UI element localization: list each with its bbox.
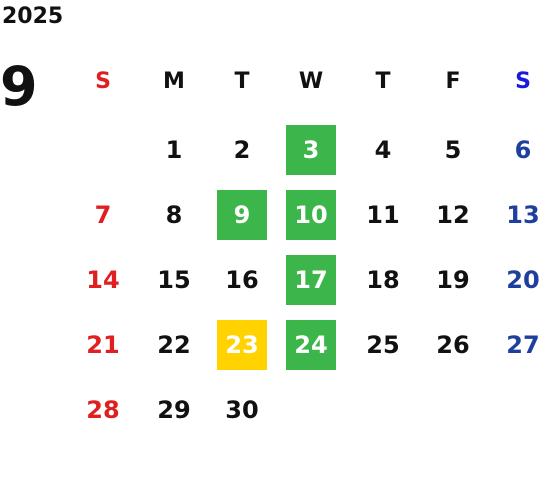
day-cell-26[interactable]: 26 (436, 331, 470, 359)
weekday-header-sun: S (95, 69, 111, 94)
day-cell-7[interactable]: 7 (94, 201, 112, 229)
day-cell-14[interactable]: 14 (86, 266, 120, 294)
day-cell-20[interactable]: 20 (506, 266, 540, 294)
day-cell-6[interactable]: 6 (514, 136, 532, 164)
day-cell-16[interactable]: 16 (225, 266, 259, 294)
weekday-header-thu: T (375, 69, 391, 94)
day-cell-22[interactable]: 22 (157, 331, 191, 359)
day-cell-18[interactable]: 18 (366, 266, 400, 294)
day-cell-12[interactable]: 12 (436, 201, 470, 229)
day-cell-24[interactable]: 24 (286, 320, 336, 370)
day-cell-3[interactable]: 3 (286, 125, 336, 175)
day-cell-4[interactable]: 4 (374, 136, 392, 164)
day-cell-30[interactable]: 30 (225, 396, 259, 424)
day-cell-8[interactable]: 8 (165, 201, 183, 229)
day-cell-15[interactable]: 15 (157, 266, 191, 294)
weekday-header-fri: F (445, 69, 461, 94)
day-cell-27[interactable]: 27 (506, 331, 540, 359)
weekday-header-sat: S (515, 69, 531, 94)
weekday-header-wed: W (298, 69, 324, 94)
day-cell-21[interactable]: 21 (86, 331, 120, 359)
day-cell-25[interactable]: 25 (366, 331, 400, 359)
year-label: 2025 (2, 4, 64, 29)
day-cell-10[interactable]: 10 (286, 190, 336, 240)
day-cell-9[interactable]: 9 (217, 190, 267, 240)
day-cell-17[interactable]: 17 (286, 255, 336, 305)
day-cell-2[interactable]: 2 (233, 136, 251, 164)
day-cell-19[interactable]: 19 (436, 266, 470, 294)
day-cell-5[interactable]: 5 (444, 136, 462, 164)
month-number: 9 (0, 55, 38, 118)
weekday-header-tue: T (234, 69, 250, 94)
day-cell-11[interactable]: 11 (366, 201, 400, 229)
day-cell-23[interactable]: 23 (217, 320, 267, 370)
weekday-header-mon: M (163, 69, 185, 94)
day-cell-29[interactable]: 29 (157, 396, 191, 424)
day-cell-1[interactable]: 1 (165, 136, 183, 164)
day-cell-13[interactable]: 13 (506, 201, 540, 229)
day-cell-28[interactable]: 28 (86, 396, 120, 424)
